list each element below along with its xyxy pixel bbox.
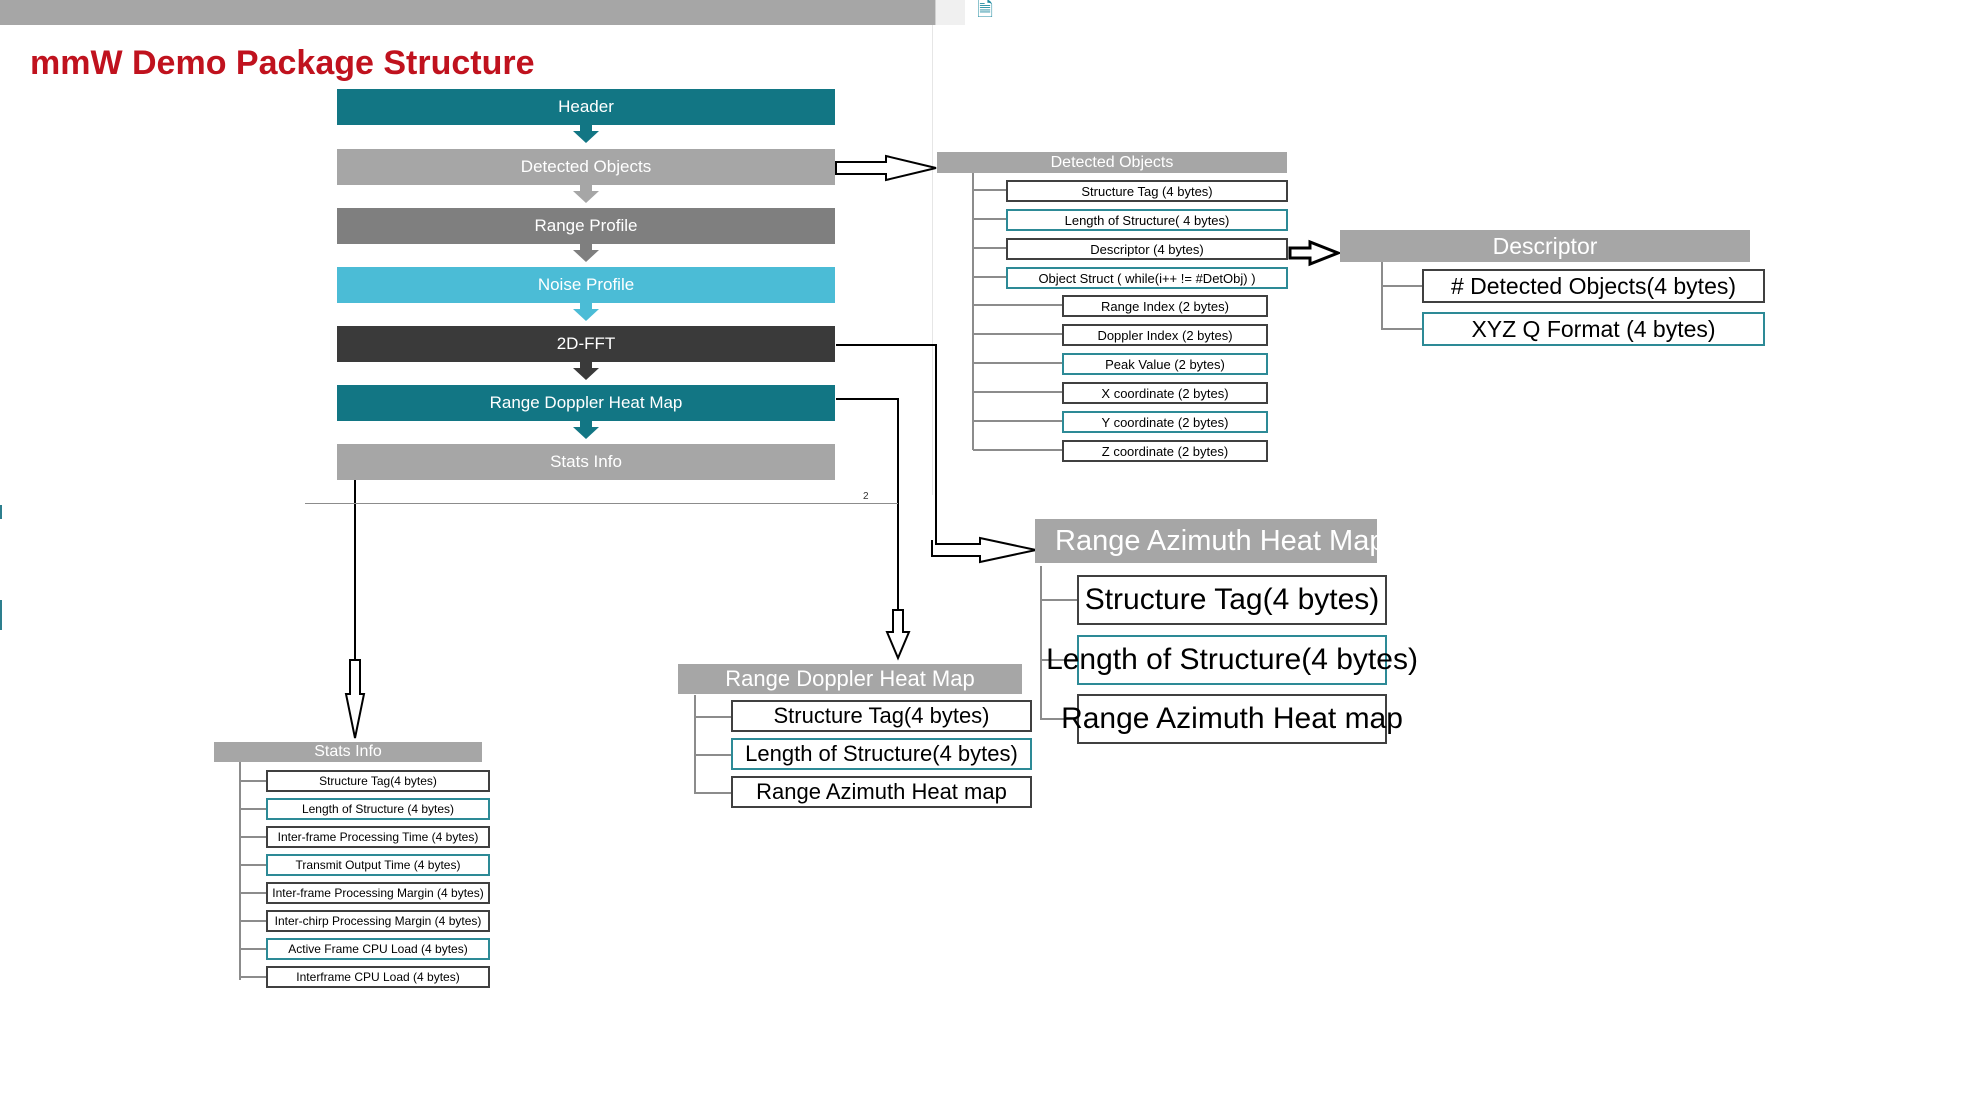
- detected-objects-arrow: [835, 154, 937, 182]
- range-azimuth-item: Range Azimuth Heat map: [1061, 694, 1403, 744]
- descriptor-item: XYZ Q Format (4 bytes): [1422, 312, 1765, 346]
- stats-info-tree: [239, 762, 266, 980]
- stats-info-item: Inter-frame Processing Time (4 bytes): [266, 826, 490, 848]
- detected-objects-header: Detected Objects: [937, 152, 1287, 173]
- top-bar: [0, 0, 935, 25]
- range-doppler-header: Range Doppler Heat Map: [678, 664, 1022, 694]
- descriptor-arrow: [1288, 239, 1343, 267]
- range-doppler-arrow: [885, 609, 911, 661]
- detected-objects-item: Z coordinate (2 bytes): [1062, 440, 1268, 462]
- flow-box-stats-info: Stats Info: [337, 444, 835, 480]
- flow-arrow: [573, 361, 599, 380]
- flow-box-detected-objects: Detected Objects: [337, 149, 835, 185]
- flow-box-range-doppler-heat-map: Range Doppler Heat Map: [337, 385, 835, 421]
- left-edge-marker: [0, 505, 2, 519]
- range-azimuth-header: Range Azimuth Heat Map: [1035, 519, 1385, 563]
- detected-objects-item: X coordinate (2 bytes): [1062, 382, 1268, 404]
- detected-objects-item: Doppler Index (2 bytes): [1062, 324, 1268, 346]
- stats-info-item: Active Frame CPU Load (4 bytes): [266, 938, 490, 960]
- stats-info-item: Length of Structure (4 bytes): [266, 798, 490, 820]
- page-number: 2: [863, 491, 869, 502]
- stats-info-item: Transmit Output Time (4 bytes): [266, 854, 490, 876]
- range-azimuth-item: Structure Tag(4 bytes): [1077, 575, 1387, 625]
- detected-objects-item: Y coordinate (2 bytes): [1062, 411, 1268, 433]
- detected-objects-item: Object Struct ( while(i++ != #DetObj) ): [1006, 267, 1288, 289]
- flow-arrows: [573, 124, 599, 439]
- stats-info-arrow: [344, 659, 366, 739]
- range-azimuth-arrow: [931, 536, 1037, 564]
- range-azimuth-tree: [1040, 566, 1077, 720]
- descriptor-tree: [1381, 262, 1422, 330]
- stats-info-item: Inter-chirp Processing Margin (4 bytes): [266, 910, 490, 932]
- flow-arrow: [573, 420, 599, 439]
- detected-objects-item: Peak Value (2 bytes): [1062, 353, 1268, 375]
- detected-objects-tree: [972, 173, 1062, 451]
- range-doppler-item: Structure Tag(4 bytes): [731, 700, 1032, 732]
- range-doppler-item: Length of Structure(4 bytes): [731, 738, 1032, 770]
- flow-box-range-profile: Range Profile: [337, 208, 835, 244]
- descriptor-item: # Detected Objects(4 bytes): [1422, 269, 1765, 303]
- detected-objects-item: Range Index (2 bytes): [1062, 295, 1268, 317]
- detected-objects-item: Structure Tag (4 bytes): [1006, 180, 1288, 202]
- range-doppler-tree: [694, 695, 731, 794]
- range-doppler-item: Range Azimuth Heat map: [731, 776, 1032, 808]
- detected-objects-item: Length of Structure( 4 bytes): [1006, 209, 1288, 231]
- stats-info-item: Structure Tag(4 bytes): [266, 770, 490, 792]
- flow-box-header: Header: [337, 89, 835, 125]
- range-azimuth-item: Length of Structure(4 bytes): [1046, 635, 1418, 685]
- slide-divider-line: [305, 503, 898, 504]
- flow-arrow: [573, 243, 599, 262]
- descriptor-header: Descriptor: [1340, 230, 1750, 262]
- flow-arrow: [573, 124, 599, 143]
- document-export-icon[interactable]: 🗎: [977, 0, 994, 21]
- flow-arrow: [573, 184, 599, 203]
- scrollbar-corner[interactable]: [935, 0, 965, 25]
- page-edge-divider: [932, 25, 933, 495]
- left-edge-marker: [0, 600, 2, 630]
- flow-box-noise-profile: Noise Profile: [337, 267, 835, 303]
- stats-info-header: Stats Info: [214, 742, 482, 762]
- detected-objects-item: Descriptor (4 bytes): [1006, 238, 1288, 260]
- flow-box-2d-fft: 2D-FFT: [337, 326, 835, 362]
- flow-arrow: [573, 302, 599, 321]
- stats-info-item: Inter-frame Processing Margin (4 bytes): [266, 882, 490, 904]
- page-title: mmW Demo Package Structure: [30, 44, 535, 82]
- stats-info-item: Interframe CPU Load (4 bytes): [266, 966, 490, 988]
